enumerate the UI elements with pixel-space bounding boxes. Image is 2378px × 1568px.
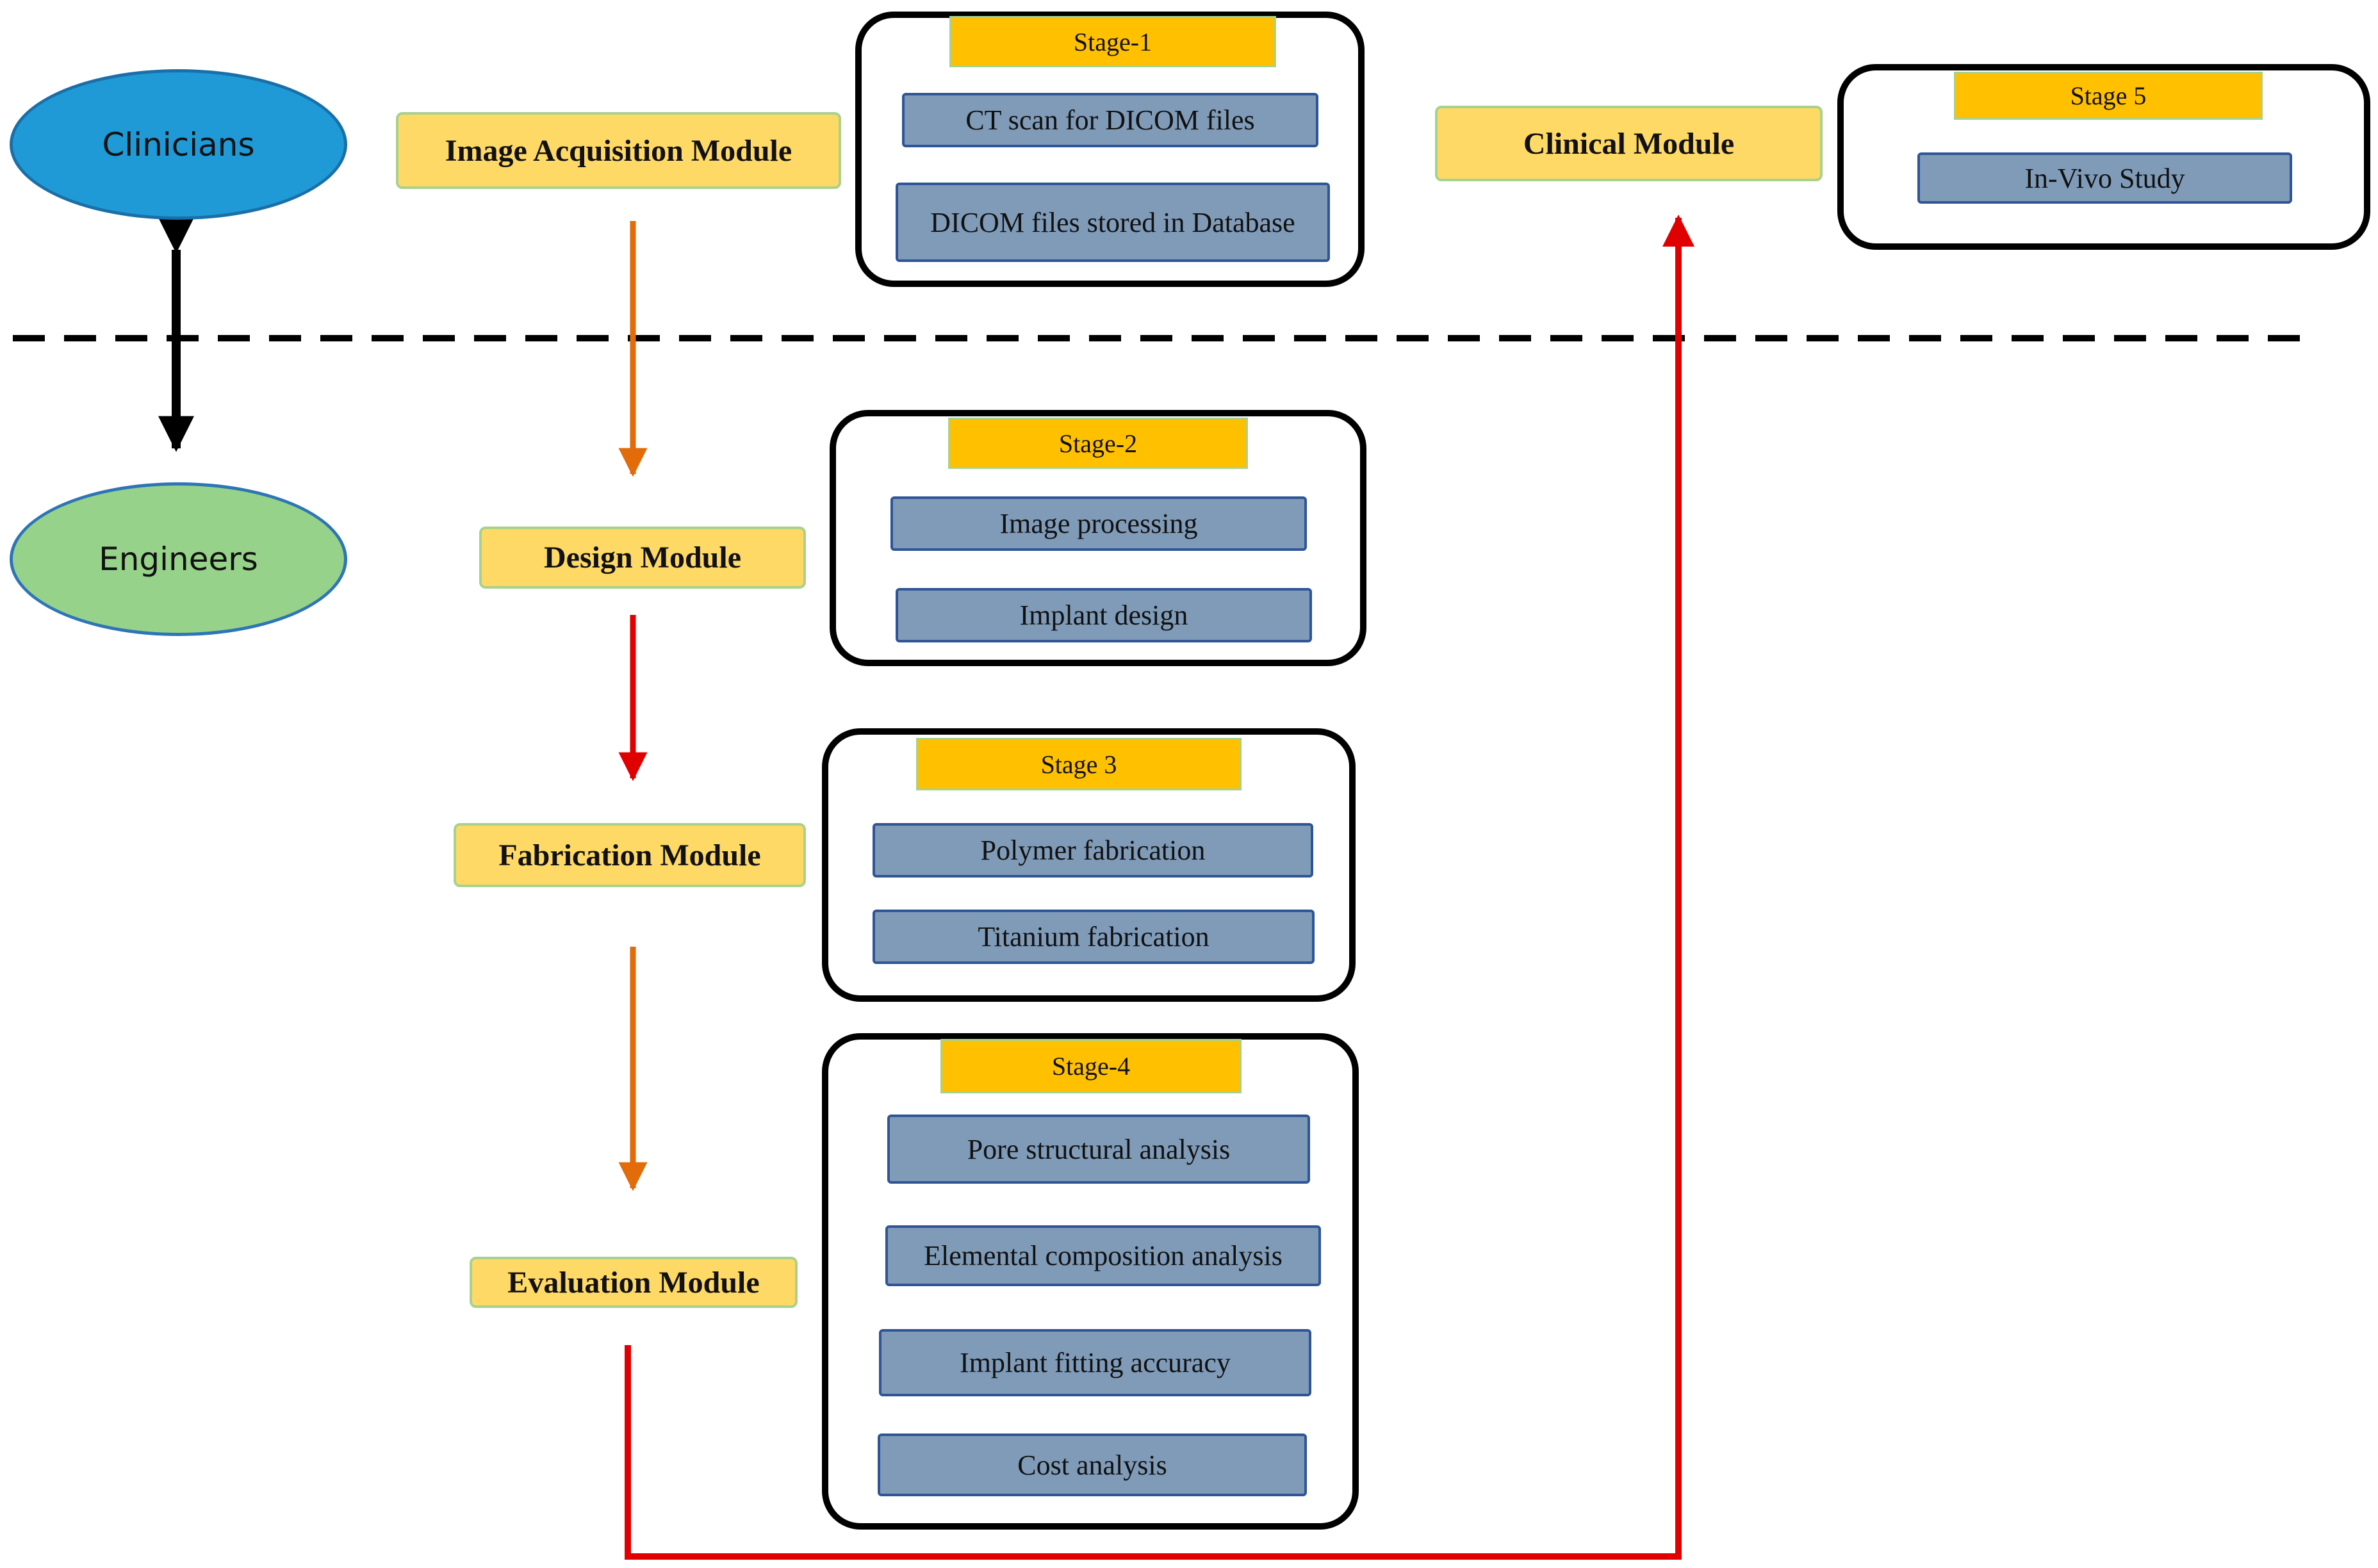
stage-2-task-1: Image processing bbox=[890, 496, 1307, 551]
design-module: Design Module bbox=[479, 527, 806, 589]
stage-3-label: Stage 3 bbox=[916, 738, 1242, 790]
stage-4-task-1: Pore structural analysis bbox=[887, 1115, 1310, 1184]
stage-4-task-3: Implant fitting accuracy bbox=[879, 1329, 1311, 1396]
stage-4-label: Stage-4 bbox=[940, 1039, 1242, 1093]
stage-2-task-2: Implant design bbox=[896, 588, 1312, 642]
image-acquisition-module: Image Acquisition Module bbox=[396, 112, 841, 189]
clinical-module: Clinical Module bbox=[1435, 106, 1823, 181]
fabrication-module: Fabrication Module bbox=[454, 823, 806, 887]
evaluation-module: Evaluation Module bbox=[470, 1257, 798, 1308]
evaluation-to-clinical-arrow bbox=[625, 215, 1694, 1560]
clinicians-label: Clinicians bbox=[102, 126, 255, 163]
stage-3-task-2: Titanium fabrication bbox=[873, 910, 1315, 964]
engineers-label: Engineers bbox=[99, 541, 258, 578]
stage-1-task-1: CT scan for DICOM files bbox=[902, 93, 1318, 147]
stage-5-label: Stage 5 bbox=[1954, 72, 2263, 120]
stage-4-task-2: Elemental composition analysis bbox=[885, 1225, 1321, 1286]
stage-2-label: Stage-2 bbox=[948, 418, 1248, 469]
engineers-ellipse: Engineers bbox=[10, 482, 347, 636]
stage-1-label: Stage-1 bbox=[949, 16, 1276, 67]
stage-5-task-1: In-Vivo Study bbox=[1917, 152, 2292, 204]
stage-3-task-1: Polymer fabrication bbox=[873, 823, 1313, 878]
clinicians-ellipse: Clinicians bbox=[10, 69, 347, 220]
stage-4-task-4: Cost analysis bbox=[878, 1433, 1307, 1496]
stage-1-task-2: DICOM files stored in Database bbox=[896, 183, 1330, 262]
